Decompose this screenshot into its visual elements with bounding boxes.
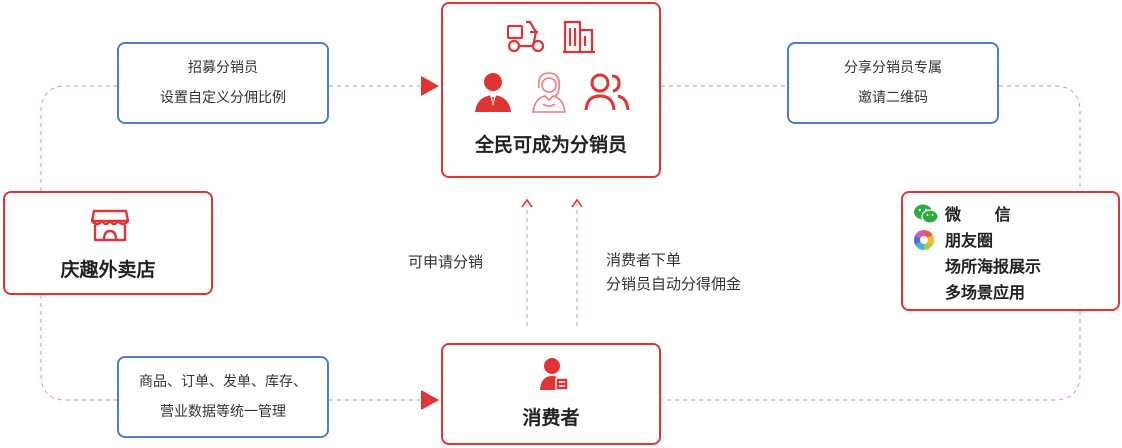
moments-icon xyxy=(913,229,935,251)
commission-label-line-1: 消费者下单 xyxy=(606,251,682,269)
commission-label-line-2: 分销员自动分得佣金 xyxy=(606,275,742,293)
arrow-into-consumer xyxy=(421,390,439,410)
channel-wechat-label: 微 信 xyxy=(945,205,1025,224)
distributor-title: 全民可成为分销员 xyxy=(474,134,627,156)
channel-wechat: 微 信 xyxy=(914,201,1025,225)
channels-box: 微 信 朋友圈 场所海报展示 多场景应用 xyxy=(901,191,1120,311)
distributor-box: 全民可成为分销员 xyxy=(441,2,661,178)
channel-multi-scene: 多场景应用 xyxy=(945,279,1025,303)
arrow-into-distributor xyxy=(421,76,439,96)
scooter-icon xyxy=(506,20,545,53)
share-note-line-1: 分享分销员专属 xyxy=(844,60,942,76)
consumer-box: 消费者 xyxy=(441,343,661,445)
consumer-icon xyxy=(540,358,569,391)
recruit-note: 招募分销员 设置自定义分佣比例 xyxy=(117,42,329,124)
recruit-note-line-1: 招募分销员 xyxy=(188,60,258,76)
channel-moments: 朋友圈 xyxy=(913,227,994,251)
shop-title: 庆趣外卖店 xyxy=(60,259,156,281)
building-icon xyxy=(563,20,595,54)
share-note: 分享分销员专属 邀请二维码 xyxy=(787,42,999,124)
recruit-note-line-2: 设置自定义分佣比例 xyxy=(160,90,286,106)
shop-box: 庆趣外卖店 xyxy=(3,191,213,295)
consumer-title: 消费者 xyxy=(522,407,580,429)
woman-icon xyxy=(532,72,566,113)
arrow-head-commission xyxy=(571,198,583,208)
storefront-icon xyxy=(90,209,130,242)
arrow-head-apply xyxy=(521,198,533,208)
manage-note: 商品、订单、发单、库存、 营业数据等统一管理 xyxy=(117,356,329,438)
link-share-to-channels xyxy=(999,85,1081,191)
commission-label: 消费者下单 分销员自动分得佣金 xyxy=(606,248,741,296)
businessman-icon xyxy=(475,73,511,112)
link-shop-to-consumer xyxy=(40,295,117,401)
apply-label: 可申请分销 xyxy=(408,253,484,271)
link-shop-to-distributor xyxy=(40,85,117,191)
wechat-icon xyxy=(914,204,939,224)
share-note-line-2: 邀请二维码 xyxy=(858,90,928,106)
channel-poster-label: 场所海报展示 xyxy=(945,257,1042,276)
channel-multi-scene-label: 多场景应用 xyxy=(945,283,1026,302)
manage-note-line-2: 营业数据等统一管理 xyxy=(160,404,286,420)
channel-moments-label: 朋友圈 xyxy=(945,231,994,250)
link-channels-to-consumer xyxy=(661,311,1081,401)
manage-note-line-1: 商品、订单、发单、库存、 xyxy=(139,374,307,390)
group-icon xyxy=(584,73,630,111)
channel-poster: 场所海报展示 xyxy=(945,253,1041,277)
